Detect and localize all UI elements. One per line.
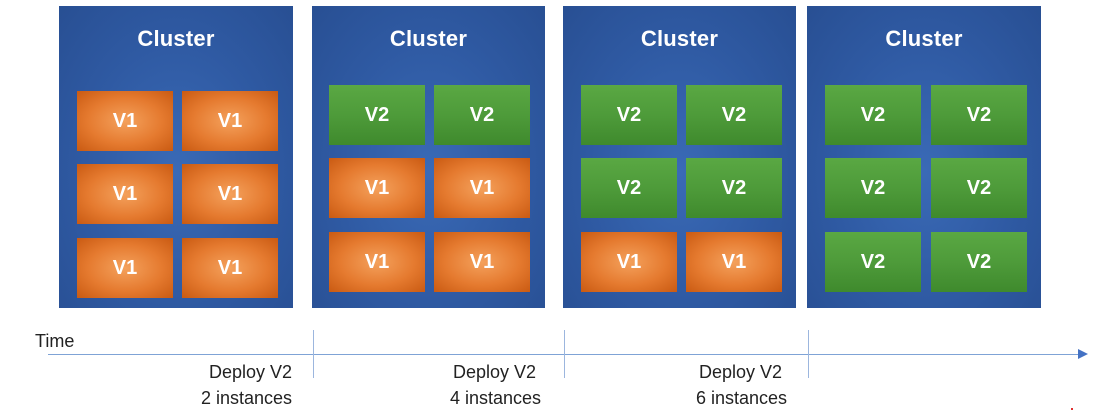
- deploy-step-detail: 4 instances: [450, 388, 542, 408]
- instance-tile: V1: [686, 232, 782, 292]
- instance-tile: V2: [931, 232, 1027, 292]
- instance-tile: V2: [581, 85, 677, 145]
- deploy-step-3: Deploy V2 6 instances: [696, 359, 787, 411]
- deploy-step-2: Deploy V2 4 instances: [450, 359, 541, 411]
- instance-tile: V1: [581, 232, 677, 292]
- instance-tile: V2: [686, 158, 782, 218]
- instance-tile: V1: [182, 164, 278, 224]
- arrow-right-icon: [1078, 349, 1088, 359]
- marker-dot: [1071, 408, 1073, 410]
- instance-tile: V2: [825, 85, 921, 145]
- instance-tile: V1: [77, 91, 173, 151]
- instance-tile: V1: [434, 158, 530, 218]
- cluster-title: Cluster: [137, 26, 215, 51]
- instance-tile: V2: [581, 158, 677, 218]
- cluster-4: Cluster V2 V2 V2 V2 V2 V2: [807, 6, 1041, 308]
- cluster-title: Cluster: [389, 26, 468, 51]
- deploy-step-action: Deploy V2: [699, 362, 783, 382]
- deploy-step-action: Deploy V2: [209, 362, 293, 382]
- instance-tile: V1: [77, 164, 173, 224]
- timeline-axis: [48, 354, 1078, 355]
- deploy-step-detail: 2 instances: [201, 388, 293, 408]
- instance-tile: V2: [931, 158, 1027, 218]
- instance-tile: V1: [77, 238, 173, 298]
- instance-tile: V2: [686, 85, 782, 145]
- timeline-label: Time: [35, 331, 75, 351]
- cluster-1: Cluster V1 V1 V1 V1 V1 V1: [59, 6, 293, 308]
- instance-tile: V1: [329, 232, 425, 292]
- instance-tile: V2: [931, 85, 1027, 145]
- deploy-step-1: Deploy V2 2 instances: [201, 359, 292, 411]
- instance-tile: V1: [434, 232, 530, 292]
- deploy-step-action: Deploy V2: [453, 362, 537, 382]
- instance-tile: V1: [182, 238, 278, 298]
- cluster-3: Cluster V2 V2 V2 V2 V1 V1: [563, 6, 796, 308]
- timeline-tick: [808, 330, 809, 378]
- deploy-step-detail: 6 instances: [696, 388, 788, 408]
- instance-tile: V2: [434, 85, 530, 145]
- instance-tile: V1: [182, 91, 278, 151]
- timeline-tick: [564, 330, 565, 378]
- instance-tile: V1: [329, 158, 425, 218]
- instance-tile: V2: [329, 85, 425, 145]
- timeline-tick: [313, 330, 314, 378]
- cluster-title: Cluster: [885, 26, 963, 51]
- instance-tile: V2: [825, 232, 921, 292]
- cluster-title: Cluster: [640, 26, 719, 51]
- instance-tile: V2: [825, 158, 921, 218]
- cluster-2: Cluster V2 V2 V1 V1 V1 V1: [312, 6, 545, 308]
